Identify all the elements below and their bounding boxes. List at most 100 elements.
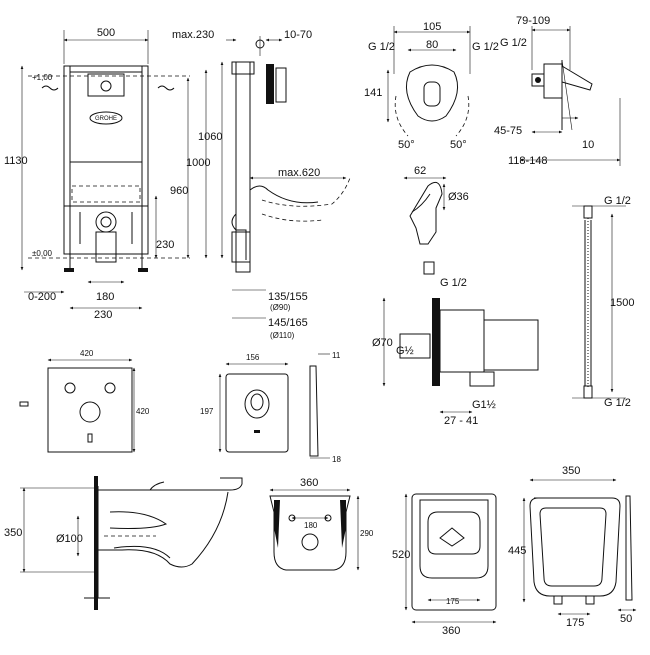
label-d36: Ø36 [448, 191, 469, 203]
label-d70: Ø70 [372, 337, 393, 349]
label-141: 141 [364, 87, 382, 99]
bowl-outer-curve [98, 491, 229, 568]
mixer-side-view: 79-109 G 1/2 10 45-75 118-148 [494, 15, 621, 167]
label-79-109: 79-109 [516, 15, 550, 27]
label-outlet-thread: G1½ [472, 399, 496, 411]
label-230-side: 230 [156, 239, 174, 251]
back-outline [269, 495, 351, 571]
label-height-1130: 1130 [4, 155, 28, 167]
bowl-rim-profile [109, 511, 168, 529]
top-drain [439, 527, 465, 547]
wall-elbow-holder: Ø70 G½ G1½ 27 - 41 [372, 297, 539, 427]
pad-fixing-bolt [19, 401, 29, 407]
label-1500: 1500 [610, 297, 634, 309]
label-back-width: 360 [300, 477, 318, 489]
label-hose-bottom-thread: G 1/2 [604, 397, 631, 409]
pad-hole-left [64, 382, 76, 394]
label-plate-depth-bottom: 18 [332, 455, 341, 464]
label-max-620: max.620 [278, 167, 320, 179]
label-max-230: max.230 [172, 29, 214, 41]
mixer-front-view: 105 80 G 1/2 G 1/2 141 50° 50° [364, 21, 499, 151]
holder-arm [484, 319, 539, 371]
elbow-outlet [469, 371, 495, 387]
foot-right [138, 268, 148, 272]
plate-logo [254, 430, 260, 433]
arc-right [455, 95, 470, 137]
shower-connector [423, 261, 435, 275]
label-hose-top-thread: G 1/2 [604, 195, 631, 207]
pad-hole-center [79, 401, 101, 423]
drain-pipe-inner [100, 216, 112, 228]
toilet-bowl-side-view: 350 Ø100 [4, 476, 243, 610]
bidet-shower-head: 62 Ø36 G 1/2 [403, 165, 469, 289]
bowl-top-edge [98, 477, 243, 491]
water-inlet-left [41, 85, 59, 91]
label-1060: 1060 [198, 131, 222, 143]
frame-front-view: GROHE 500 1130 +1,00 ±0,00 0-200 180 230… [4, 27, 224, 321]
frame-side-view: max.230 10-70 max.620 135/155 (Ø90) 145/… [172, 29, 351, 340]
seat-side-profile [625, 495, 633, 601]
label-45-75: 45-75 [494, 125, 522, 137]
label-seat-hinges: 175 [566, 617, 584, 629]
flush-plate-edge [266, 64, 274, 104]
toilet-seat: 350 175 445 50 [508, 465, 637, 629]
arc-left [394, 95, 409, 137]
seat-hinge-left [553, 595, 563, 605]
seat-hinge-right [585, 595, 595, 605]
label-pad-height: 420 [136, 407, 150, 416]
label-side-thread: G 1/2 [500, 37, 527, 49]
flush-valve [100, 80, 112, 92]
side-top-bracket [231, 61, 255, 75]
label-d90: (Ø90) [270, 303, 291, 312]
plate-side-profile [309, 365, 319, 457]
shower-head-body [409, 181, 443, 245]
label-plate-height: 197 [200, 407, 214, 416]
label-seat-width: 350 [562, 465, 580, 477]
sound-insulation-pad: 420 420 [19, 349, 150, 453]
elbow-inlet [399, 333, 431, 359]
label-pad-width: 420 [80, 349, 94, 358]
label-back-height: 290 [360, 529, 374, 538]
label-62: 62 [414, 165, 426, 177]
label-thread-left: G 1/2 [368, 41, 395, 53]
seat-lid-outline [529, 497, 621, 597]
back-shadow-right [340, 500, 346, 548]
label-width-500: 500 [97, 27, 115, 39]
label-1000: 1000 [186, 157, 210, 169]
actuator-box [275, 67, 287, 103]
pad-outline [47, 367, 133, 453]
label-135-155: 135/155 [268, 291, 308, 303]
side-bowl-line [249, 185, 319, 204]
plate-outline [225, 373, 289, 453]
label-145-165: 145/165 [268, 317, 308, 329]
label-offset-0-200: 0-200 [28, 291, 56, 303]
hose-nut-bottom [583, 385, 593, 399]
side-drain-pipe [231, 231, 251, 263]
label-thread-right: G 1/2 [472, 41, 499, 53]
flush-opening [87, 73, 125, 97]
label-zero: ±0,00 [32, 249, 53, 258]
label-outlet: Ø100 [56, 533, 83, 545]
brand-badge [89, 111, 123, 125]
bowl-wall [94, 476, 98, 610]
label-230-bottom: 230 [94, 309, 112, 321]
bowl-inner-dashed [261, 213, 323, 222]
mixer-inlet-side [531, 73, 545, 87]
label-top-width: 360 [442, 625, 460, 637]
toilet-bowl-top-view: 175 520 360 [392, 493, 497, 637]
label-10: 10 [582, 139, 594, 151]
water-inlet-right [157, 85, 175, 91]
label-80: 80 [426, 39, 438, 51]
label-plate-width: 156 [246, 353, 260, 362]
top-outline [411, 493, 497, 611]
toilet-bowl-back-view: 360 180 290 [269, 477, 374, 571]
flush-plate: 156 197 11 18 [200, 351, 341, 464]
mixer-body-side [543, 63, 563, 99]
wall-flange [432, 298, 440, 386]
label-118-148: 118-148 [508, 155, 548, 167]
brand-text: GROHE [95, 116, 117, 122]
shower-hose: G 1/2 G 1/2 1500 [572, 195, 634, 409]
top-bowl-inner [427, 511, 481, 555]
plate-button-small [250, 393, 264, 411]
